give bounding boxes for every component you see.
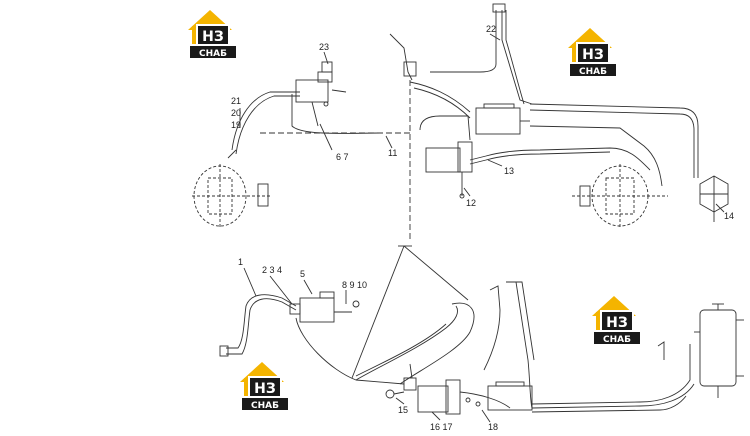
callout-21: 21 xyxy=(231,96,241,106)
callout-14: 14 xyxy=(724,211,734,221)
callout-1: 1 xyxy=(238,257,243,267)
callout-12: 12 xyxy=(466,198,476,208)
logo-word-text: СНАБ xyxy=(251,401,279,411)
upper-assembly-view xyxy=(192,3,729,240)
callout-2-3-4: 2 3 4 xyxy=(262,265,282,275)
callout-20: 20 xyxy=(231,108,241,118)
logo-word-text: СНАБ xyxy=(603,335,631,345)
logo-watermark-top-right: НЗ СНАБ xyxy=(568,28,616,77)
callout-11: 11 xyxy=(388,148,397,158)
logo-mark-text: НЗ xyxy=(254,381,276,397)
callout-labels: 23 22 21 20 19 6 7 11 12 13 14 1 2 3 4 5… xyxy=(231,24,734,432)
callout-5: 5 xyxy=(300,269,305,279)
callout-18: 18 xyxy=(488,422,498,432)
logo-watermark-bottom-left: НЗ СНАБ xyxy=(240,362,288,411)
callout-8-9-10: 8 9 10 xyxy=(342,280,367,290)
callout-15: 15 xyxy=(398,405,408,415)
logo-mark-text: НЗ xyxy=(582,47,604,63)
left-wheel-hub xyxy=(192,164,272,228)
logo-word-text: СНАБ xyxy=(199,49,227,59)
logo-watermark-bottom-right: НЗ СНАБ xyxy=(592,296,640,345)
callout-19: 19 xyxy=(231,120,241,130)
callout-23: 23 xyxy=(319,42,329,52)
logo-mark-text: НЗ xyxy=(606,315,628,331)
logo-mark-text: НЗ xyxy=(202,29,224,45)
right-wheel-hub xyxy=(572,164,668,228)
callout-16-17: 16 17 xyxy=(430,422,453,432)
logo-word-text: СНАБ xyxy=(579,67,607,77)
lower-assembly-view xyxy=(219,245,744,423)
callout-22: 22 xyxy=(486,24,496,34)
callout-6-7: 6 7 xyxy=(336,152,349,162)
callout-13: 13 xyxy=(504,166,514,176)
logo-watermark-top-left: НЗ СНАБ xyxy=(188,10,236,59)
